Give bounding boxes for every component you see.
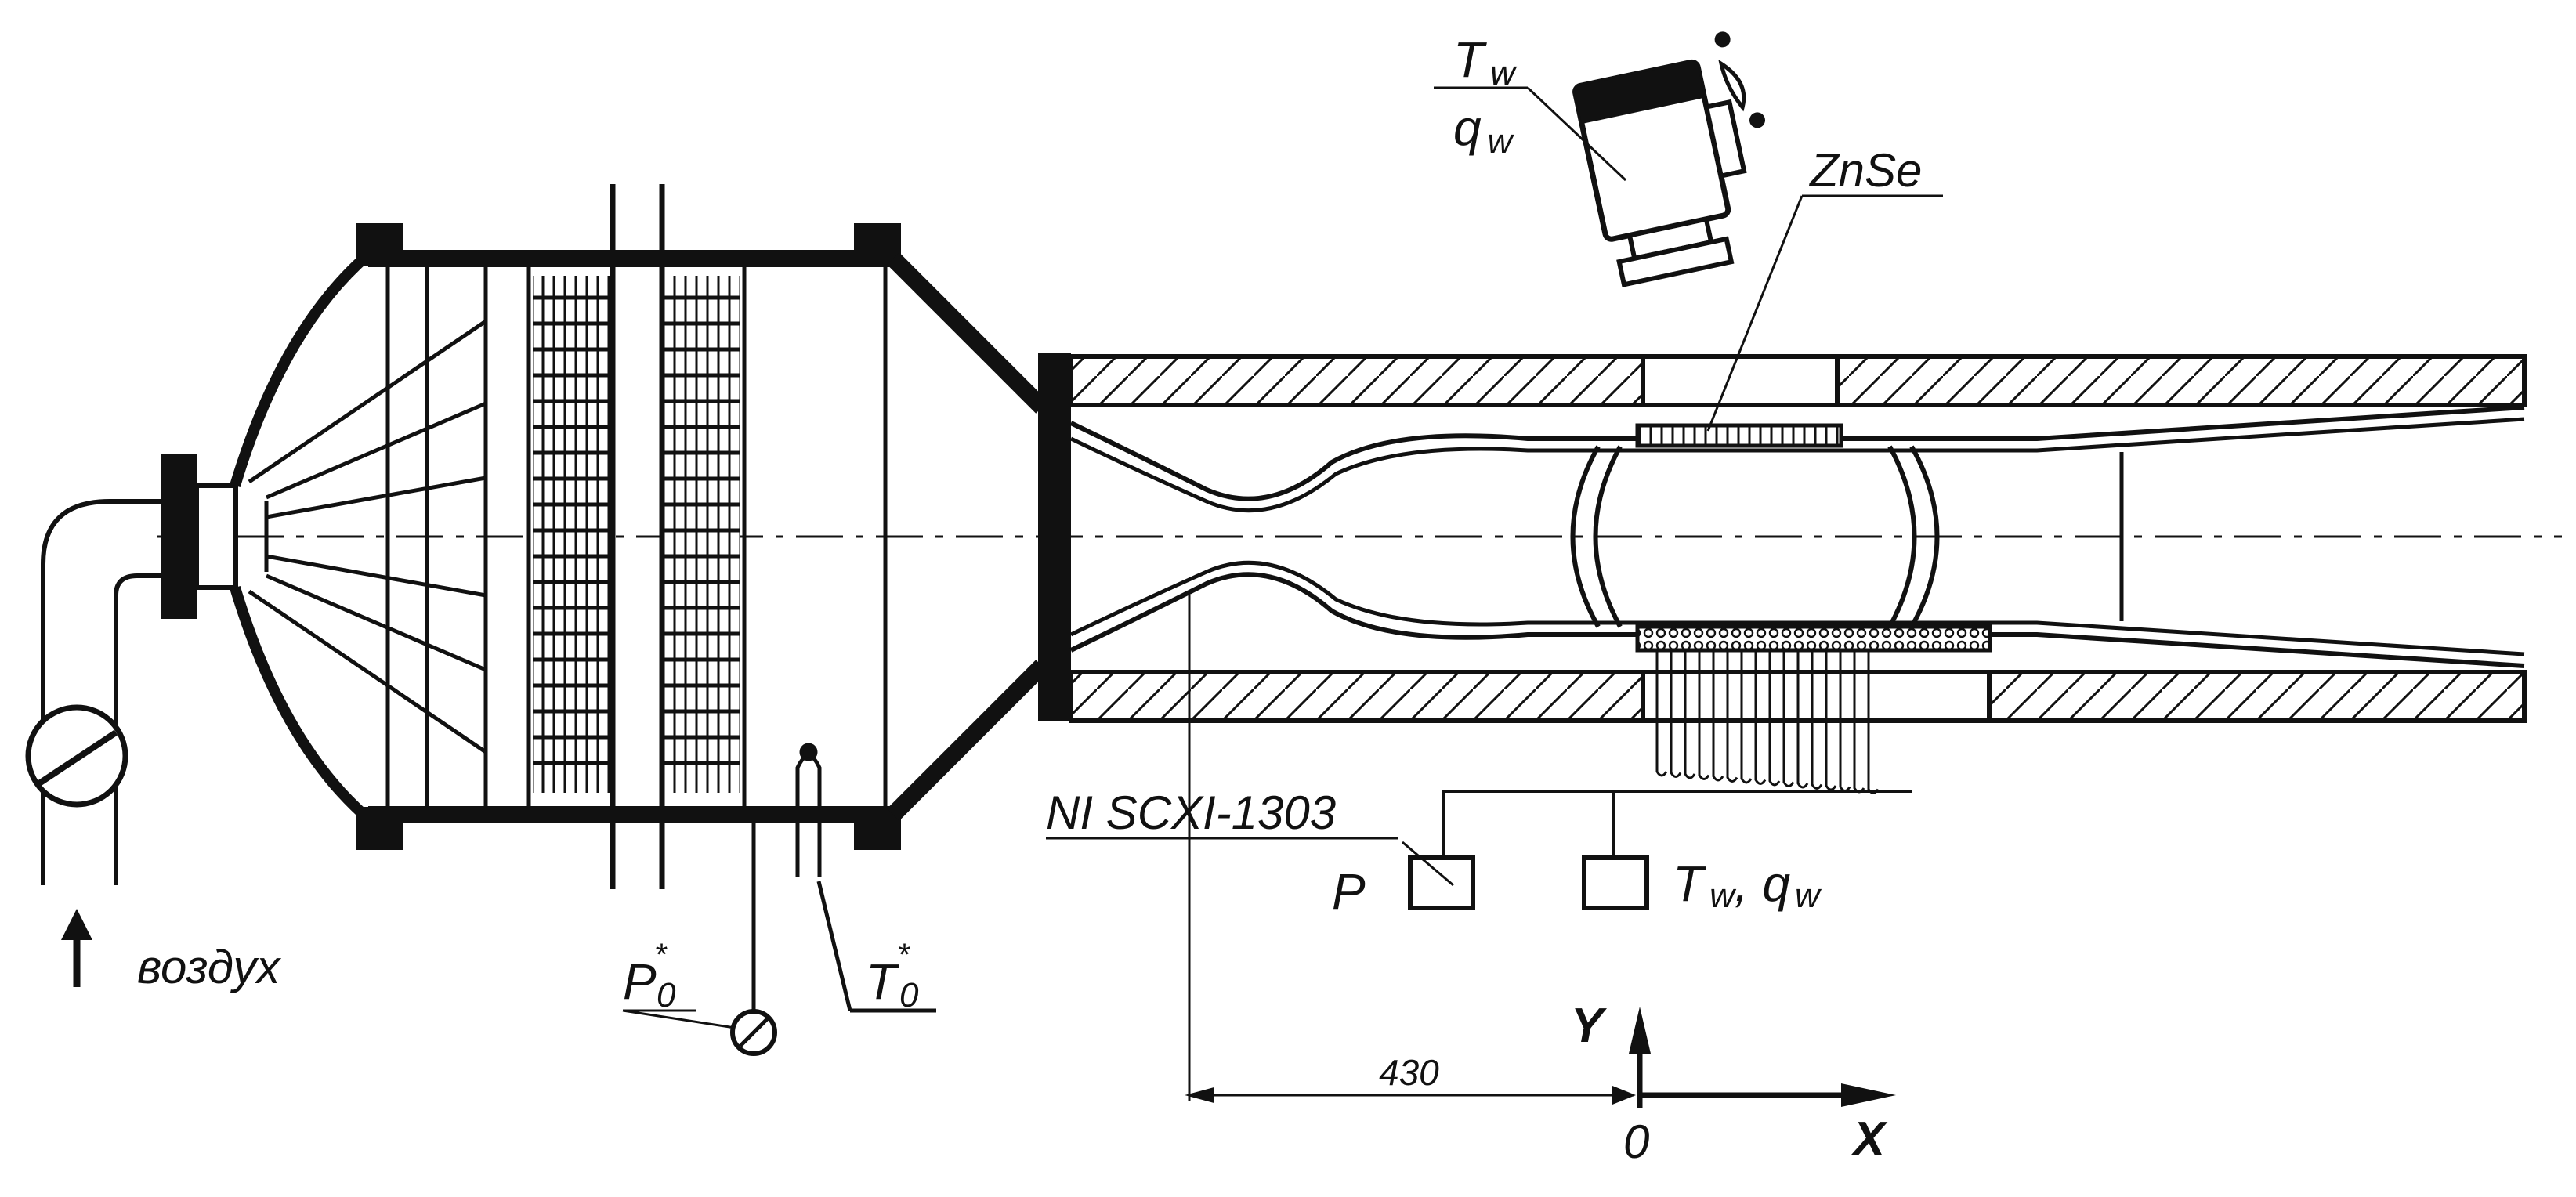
sensor-wire <box>1698 650 1710 780</box>
sensor-wire <box>1754 650 1767 785</box>
dimension-430 <box>1185 595 1636 1105</box>
sensor-wire <box>1796 650 1809 789</box>
air-flow-arrow-icon <box>61 909 92 987</box>
sensor-wire <box>1726 650 1738 783</box>
sensor-wire <box>1825 650 1837 791</box>
sensor-wire-bundle <box>1655 650 1880 794</box>
screen-plates <box>610 184 665 889</box>
axis-y-label: Y <box>1571 999 1608 1053</box>
origin-label: 0 <box>1623 1116 1649 1168</box>
p0-sup: * <box>654 938 668 972</box>
znse-leader <box>1706 194 1943 432</box>
p0-label: P <box>623 953 657 1010</box>
inlet-flange <box>161 454 238 619</box>
daq-connections <box>1442 790 1912 862</box>
sensor-wire <box>1740 650 1753 784</box>
sensor-wire <box>1670 650 1682 778</box>
ir-camera-icon <box>1572 31 1766 287</box>
flow-meter-icon <box>25 704 128 808</box>
t0-sup: * <box>897 938 910 972</box>
temperature-heatflux-box <box>1582 855 1649 910</box>
znse-label: ZnSe <box>1808 144 1922 197</box>
p0-sub: 0 <box>657 976 676 1014</box>
sensor-wire <box>1782 650 1795 787</box>
xy-axes <box>1629 1007 1896 1108</box>
sensor-wire <box>1712 650 1724 782</box>
air-supply-pipe <box>41 499 172 885</box>
pressure-box-leader <box>1402 841 1454 887</box>
dimension-value: 430 <box>1379 1052 1439 1093</box>
sensor-wire <box>1684 650 1696 779</box>
honeycomb-lines <box>533 295 740 765</box>
pressure-transducer-box <box>1408 855 1475 910</box>
air-label: воздух <box>137 941 281 993</box>
sensor-wire <box>1768 650 1781 787</box>
sensor-wire <box>1811 650 1823 790</box>
contraction-cone <box>887 252 1071 821</box>
p0-pressure-probe <box>622 823 777 1056</box>
sensor-wire <box>1655 650 1668 777</box>
settling-chamber <box>230 223 901 850</box>
tw-qw-leader <box>1434 86 1627 182</box>
t0-label: T <box>866 953 899 1010</box>
axis-x-label: X <box>1851 1112 1888 1166</box>
t0-sub: 0 <box>899 976 919 1014</box>
t0-thermocouple <box>795 743 936 1013</box>
p-label: P <box>1332 863 1366 920</box>
ni-scxi-label: NI SCXI-1303 <box>1046 787 1336 839</box>
